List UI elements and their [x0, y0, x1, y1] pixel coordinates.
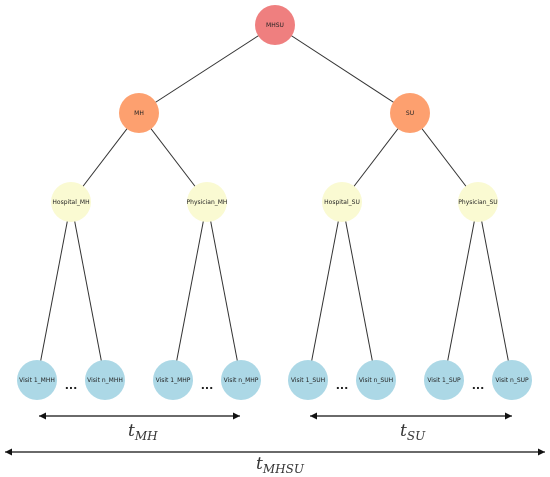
- node-mh-label: MH: [134, 110, 144, 117]
- node-mh-circle: [119, 93, 159, 133]
- span-label-mh-main: t: [128, 421, 135, 441]
- node-hospital-su-circle: [322, 182, 362, 222]
- ellipsis-hospital-su: ...: [336, 379, 349, 392]
- ellipsis-physician-mh: ...: [201, 379, 214, 392]
- node-visit1-mhh: Visit 1_MHH: [17, 360, 57, 400]
- ellipsis-physician-su: ...: [472, 379, 485, 392]
- node-visit1-sup-circle: [424, 360, 464, 400]
- edge-root-su: [274, 24, 411, 114]
- ellipsis-hospital-mh: ...: [65, 379, 78, 392]
- node-visit1-sup-label: Visit 1_SUP: [427, 377, 461, 384]
- node-physician-mh-label: Physician_MH: [187, 199, 228, 206]
- node-visit1-sup: Visit 1_SUP: [424, 360, 464, 400]
- node-physician-mh-circle: [187, 182, 227, 222]
- edge-physician-su-visit1: [443, 201, 479, 381]
- node-hospital-su: Hospital_SU: [322, 182, 362, 222]
- edge-physician-mh-visitn: [206, 201, 242, 381]
- node-mhsu-label: MHSU: [266, 22, 284, 29]
- node-physician-su-label: Physician_SU: [458, 199, 497, 206]
- node-visitn-sup: Visit n_SUP: [492, 360, 532, 400]
- edge-hospital-su-visit1: [307, 201, 343, 381]
- node-physician-su: Physician_SU: [458, 182, 498, 222]
- edge-hospital-mh-visit1: [36, 201, 72, 381]
- edge-hospital-su-visitn: [341, 201, 377, 381]
- span-label-mh: tMH: [128, 421, 158, 443]
- node-visit1-mhp-circle: [153, 360, 193, 400]
- span-label-mhsu: tMHSU: [256, 454, 305, 476]
- edge-physician-su-visitn: [477, 201, 513, 381]
- node-visitn-mhp-label: Visit n_MHP: [224, 377, 259, 384]
- span-label-su: tSU: [400, 421, 426, 443]
- node-physician-su-circle: [458, 182, 498, 222]
- node-visitn-mhp: Visit n_MHP: [221, 360, 261, 400]
- edge-hospital-mh-visitn: [70, 201, 106, 381]
- edge-physician-mh-visit1: [172, 201, 208, 381]
- node-visit1-mhh-label: Visit 1_MHH: [19, 377, 55, 384]
- node-visitn-mhp-circle: [221, 360, 261, 400]
- node-physician-mh: Physician_MH: [187, 182, 228, 222]
- node-hospital-mh-circle: [51, 182, 91, 222]
- node-mhsu-circle: [255, 5, 295, 45]
- edges: [36, 24, 513, 381]
- span-label-su-sub: SU: [407, 429, 426, 443]
- node-visit1-mhp-label: Visit 1_MHP: [156, 377, 191, 384]
- node-visitn-sup-circle: [492, 360, 532, 400]
- node-visit1-suh-label: Visit 1_SUH: [291, 377, 325, 384]
- node-su: SU: [390, 93, 430, 133]
- node-su-label: SU: [406, 110, 414, 117]
- node-su-circle: [390, 93, 430, 133]
- node-visitn-suh: Visit n_SUH: [356, 360, 396, 400]
- span-label-mh-sub: MH: [134, 429, 158, 443]
- node-visit1-mhh-circle: [17, 360, 57, 400]
- node-hospital-su-label: Hospital_SU: [324, 199, 360, 206]
- node-visitn-mhh-circle: [85, 360, 125, 400]
- span-label-mhsu-sub: MHSU: [262, 462, 305, 476]
- edge-root-mh: [138, 24, 276, 114]
- span-label-mhsu-main: t: [256, 454, 263, 474]
- node-visitn-mhh-label: Visit n_MHH: [87, 377, 123, 384]
- node-mh: MH: [119, 93, 159, 133]
- node-visitn-sup-label: Visit n_SUP: [495, 377, 529, 384]
- node-hospital-mh-label: Hospital_MH: [52, 199, 89, 206]
- node-visit1-suh-circle: [288, 360, 328, 400]
- node-visitn-suh-circle: [356, 360, 396, 400]
- node-visit1-suh: Visit 1_SUH: [288, 360, 328, 400]
- node-mhsu: MHSU: [255, 5, 295, 45]
- node-visitn-mhh: Visit n_MHH: [85, 360, 125, 400]
- node-visit1-mhp: Visit 1_MHP: [153, 360, 193, 400]
- node-hospital-mh: Hospital_MH: [51, 182, 91, 222]
- span-label-su-main: t: [400, 421, 407, 441]
- node-visitn-suh-label: Visit n_SUH: [359, 377, 393, 384]
